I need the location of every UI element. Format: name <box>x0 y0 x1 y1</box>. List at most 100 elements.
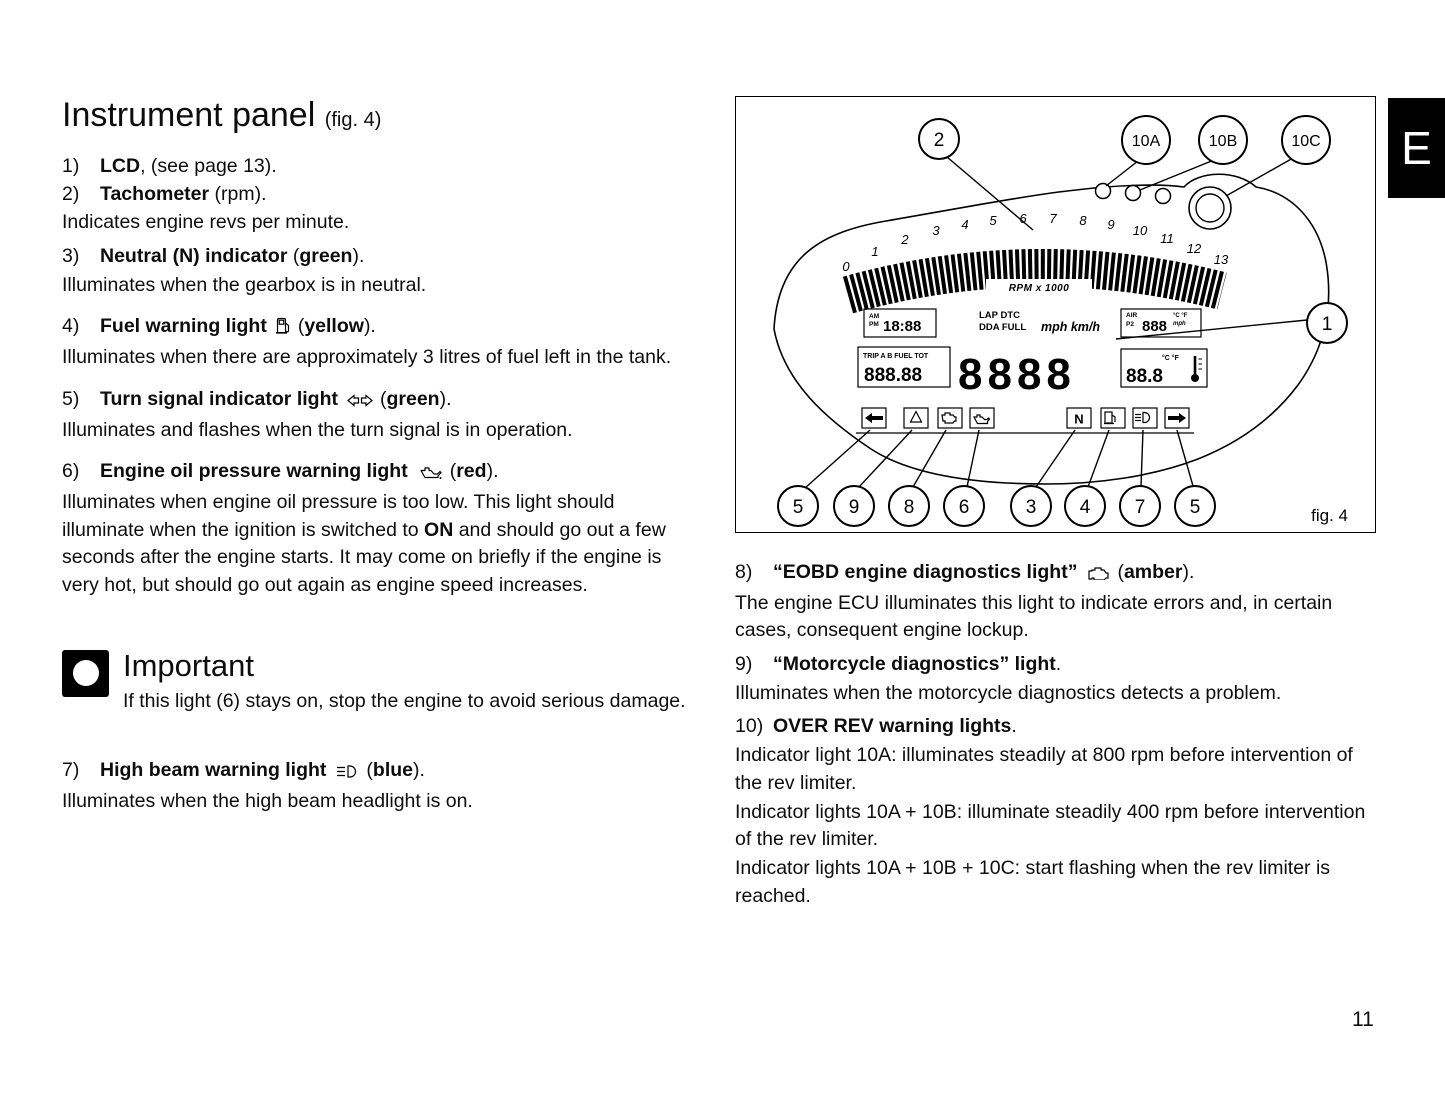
tach-number: 12 <box>1187 241 1202 256</box>
item-description: Indicates engine revs per minute. <box>62 211 350 234</box>
item-description: Illuminates when there are approximately… <box>62 346 672 369</box>
trip-flags: TRIP A B FUEL TOT <box>863 353 929 360</box>
tach-number: 10 <box>1133 223 1148 238</box>
indicator-lamp-row: N <box>856 407 1194 434</box>
aux-value: 888 <box>1142 318 1167 335</box>
right-column: RPM x 1000 0 1 2 3 4 5 6 7 8 9 10 11 12 … <box>735 96 1383 916</box>
callout-label: 4 <box>1080 497 1091 518</box>
neutral-indicator: N <box>1074 412 1083 427</box>
item-label: LCD <box>100 155 141 177</box>
dda-full-flags: DDA FULL <box>979 322 1026 333</box>
list-item-9: 9)“Motorcycle diagnostics” light. <box>735 651 1383 679</box>
am-flag: AM <box>869 313 879 320</box>
item-description: Illuminates when the motorcycle diagnost… <box>735 681 1282 704</box>
item-label: “EOBD engine diagnostics light” <box>773 561 1078 583</box>
tach-number: 13 <box>1214 252 1229 267</box>
list-item-5: 5)Turn signal indicator light(green). <box>62 386 687 416</box>
callout-label: 10B <box>1209 133 1237 150</box>
callout-neutral: 3 <box>1010 429 1076 527</box>
high-beam-icon <box>1135 411 1151 424</box>
pm-flag: PM <box>869 321 879 328</box>
item-label: Engine oil pressure warning light <box>100 460 408 483</box>
item-label: Tachometer <box>100 182 210 205</box>
callout-label: 2 <box>934 130 945 151</box>
list-item-6: 6)Engine oil pressure warning light(red)… <box>62 458 687 488</box>
list-item-2: 2) Tachometer (rpm). <box>62 181 687 209</box>
item-label: Turn signal indicator light <box>100 387 338 410</box>
item-description: Indicator light 10A: illuminates steadil… <box>735 744 1353 794</box>
tach-number: 0 <box>842 259 850 274</box>
thermometer-icon <box>1191 356 1202 382</box>
list-item-3: 3)Neutral (N) indicator (green). <box>62 243 687 271</box>
rpm-label: RPM x 1000 <box>1009 283 1070 294</box>
fuel-pump-icon <box>275 315 291 343</box>
page-title: Instrument panel (fig. 4) <box>62 96 687 135</box>
main-display-value: 8888 <box>958 350 1076 399</box>
color-word: green <box>386 387 440 410</box>
item-label: OVER REV warning lights <box>773 715 1012 738</box>
callout-oil: 6 <box>943 429 985 527</box>
engine-icon <box>941 412 957 424</box>
item-number: 4) <box>62 315 80 338</box>
important-note: Important If this light (6) stays on, st… <box>62 646 687 716</box>
section-tab: E <box>1388 98 1445 198</box>
speed-units: mph km/h <box>1041 320 1100 334</box>
turn-right-icon <box>1168 413 1186 423</box>
item-label: “Motorcycle diagnostics” light <box>773 653 1056 676</box>
page-number: 11 <box>1352 1008 1374 1031</box>
important-body: If this light (6) stays on, stop the eng… <box>123 689 686 712</box>
turn-signal-icon <box>347 388 373 416</box>
callout-turn-right: 5 <box>1174 429 1216 527</box>
p2-flag: P2 <box>1126 321 1134 328</box>
temp-units: °C °F <box>1162 354 1180 362</box>
item-label: Neutral (N) indicator <box>100 245 288 268</box>
tachometer-bars <box>842 249 1227 314</box>
color-word: yellow <box>304 315 364 338</box>
item-number: 10) <box>735 715 764 738</box>
item-number: 6) <box>62 460 80 483</box>
tach-number: 2 <box>900 232 909 247</box>
callout-label: 10A <box>1132 133 1161 150</box>
tach-number: 11 <box>1160 231 1174 246</box>
callout-label: 9 <box>849 497 860 518</box>
callout-diagnostics: 9 <box>833 429 913 527</box>
important-icon-circle <box>72 660 99 687</box>
item-text: , (see page 13). <box>140 155 277 177</box>
callout-10b: 10B <box>1139 115 1248 191</box>
color-word: green <box>299 245 353 268</box>
item-description: The engine ECU illuminates this light to… <box>735 591 1333 642</box>
item-description: Indicator lights 10A + 10B + 10C: start … <box>735 856 1331 907</box>
lap-dtc-flags: LAP DTC <box>979 310 1020 321</box>
page-title-text: Instrument panel <box>62 96 316 134</box>
diagnostics-icon <box>909 410 923 423</box>
oil-can-icon <box>417 460 443 488</box>
item-description: Illuminates when engine oil pressure is … <box>62 490 666 596</box>
oil-can-icon <box>972 414 991 425</box>
clock-value: 18:88 <box>883 318 921 335</box>
over-rev-lights <box>1094 182 1232 230</box>
tach-number: 8 <box>1079 213 1087 228</box>
tach-number: 6 <box>1019 211 1027 226</box>
instrument-panel-diagram: RPM x 1000 0 1 2 3 4 5 6 7 8 9 10 11 12 … <box>773 115 1348 527</box>
aux-units-2: mph <box>1173 321 1186 327</box>
odometer-value: 888.88 <box>864 365 922 386</box>
callout-label: 6 <box>959 497 970 518</box>
callout-turn-left: 5 <box>777 429 871 527</box>
callout-label: 10C <box>1291 133 1320 150</box>
tach-number: 9 <box>1107 217 1114 232</box>
turn-left-icon <box>865 413 883 423</box>
item-description: Illuminates and flashes when the turn si… <box>62 418 573 441</box>
high-beam-icon <box>335 759 359 787</box>
callout-eobd: 8 <box>888 429 947 527</box>
item-number: 1) <box>62 155 80 177</box>
item-number: 3) <box>62 245 80 268</box>
item-number: 2) <box>62 182 80 205</box>
color-word: amber <box>1123 561 1183 583</box>
color-word: blue <box>372 759 414 782</box>
list-item-4: 4)Fuel warning light(yellow). <box>62 313 687 343</box>
item-text: (rpm). <box>209 182 267 205</box>
callout-label: 5 <box>793 497 804 518</box>
on-word: ON <box>424 518 454 541</box>
item-number: 9) <box>735 653 753 676</box>
tach-number: 5 <box>989 213 997 228</box>
